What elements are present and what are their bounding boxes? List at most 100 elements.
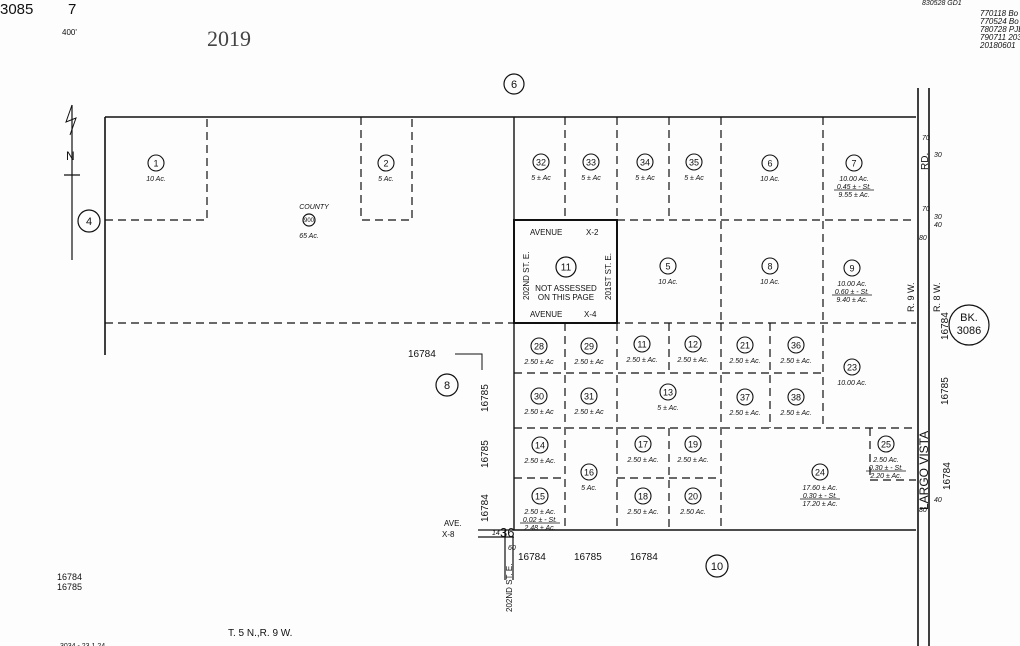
parcel-2[interactable]: 25 Ac. — [377, 154, 395, 183]
parcel-area: 2.50 ± Ac. — [676, 357, 708, 364]
parcel-29[interactable]: 292.50 ± Ac — [573, 337, 604, 366]
parcel-25[interactable]: 252.50 Ac.0.30 ± - St.2.20 ± Ac. — [866, 435, 906, 480]
parcel-number: 21 — [740, 341, 750, 351]
adjacent-page-west-circle — [77, 209, 101, 233]
county-parcel-number: 900 — [304, 218, 315, 224]
adjacent-page-south: 10 — [711, 561, 723, 573]
parcel-number: 29 — [584, 342, 594, 352]
parcel-13[interactable]: 135 ± Ac. — [657, 383, 679, 412]
parcel-area: 2.50 ± Ac. — [676, 457, 708, 464]
parcel-number-circle — [530, 337, 548, 355]
parcel-18[interactable]: 182.50 ± Ac. — [626, 487, 659, 516]
parcel-number: 13 — [663, 388, 673, 398]
parcel-number: 16 — [584, 468, 594, 478]
revision-code: 770524 Bo — [980, 17, 1019, 26]
parcel-38[interactable]: 382.50 ± Ac. — [779, 388, 812, 417]
parcel-number-circle — [659, 257, 677, 275]
parcel-area: 2.50 ± Ac. — [626, 509, 658, 516]
parcel-14[interactable]: 142.50 ± Ac. — [523, 436, 556, 465]
parcel-16[interactable]: 165 Ac. — [580, 463, 598, 492]
parcel-area: 2.50 Ac. — [679, 509, 705, 516]
parcel-19[interactable]: 192.50 ± Ac. — [676, 435, 709, 464]
adjacent-book-number: 3086 — [957, 325, 981, 337]
parcel-6[interactable]: 610 Ac. — [760, 154, 780, 183]
parcel-number-circle — [843, 358, 861, 376]
parcel-number: 38 — [791, 393, 801, 403]
parcel-36[interactable]: 362.50 ± Ac. — [779, 336, 812, 365]
parcel-number: 24 — [815, 468, 825, 478]
tract-leader — [455, 353, 483, 370]
parcel-8[interactable]: 810 Ac. — [760, 257, 780, 286]
parcel-number-circle — [580, 337, 598, 355]
parcel-area: 0.60 ± - St. — [835, 289, 869, 296]
parcel-area: 2.50 Ac. — [872, 457, 898, 464]
street-202nd: 202ND ST. E. — [522, 252, 531, 300]
parcel-number: 11 — [637, 340, 646, 350]
tract-ref-legend: 16785 — [57, 582, 82, 592]
parcel-number-circle — [736, 388, 754, 406]
parcel-12[interactable]: 122.50 ± Ac. — [676, 335, 709, 364]
parcel-33[interactable]: 335 ± Ac — [581, 153, 601, 182]
parcel-number-circle — [845, 154, 863, 172]
tract-ref: 16784 — [518, 552, 546, 563]
adjacent-page-south-circle — [705, 554, 729, 578]
dimension-label: 80 — [919, 235, 927, 242]
parcel-number: 9 — [849, 264, 854, 274]
parcel-number: 15 — [535, 492, 545, 502]
parcel-area: 2.50 ± Ac. — [625, 357, 657, 364]
parcel-20[interactable]: 20 2.50 Ac. — [679, 487, 706, 516]
footer-code: 3034 - 23 1 24 — [60, 643, 105, 646]
parcel-number-circle — [761, 257, 779, 275]
dimension-label: 14 — [492, 530, 500, 537]
parcel-15[interactable]: 152.50 ± Ac.0.02 ± - St.2.48 ± Ac. — [520, 487, 560, 532]
parcel-5[interactable]: 510 Ac. — [658, 257, 678, 286]
dimension-label: 70 — [922, 135, 930, 142]
parcel-17[interactable]: 17 2.50 ± Ac. — [626, 435, 659, 464]
revision-code: 780728 PJB — [980, 25, 1020, 34]
parcel-area: 17.60 ± Ac. — [802, 485, 837, 492]
dimension-label: 60 — [508, 545, 516, 552]
parcel-area: 2.50 ± Ac — [523, 409, 554, 416]
parcel-number-circle — [684, 435, 702, 453]
parcel-11[interactable]: 11 2.50 ± Ac. — [625, 335, 658, 364]
parcel-number-circle — [761, 154, 779, 172]
parcel-28[interactable]: 282.50 ± Ac — [523, 337, 554, 366]
street-rd: RD. — [920, 153, 931, 170]
parcel-area: 2.50 ± Ac. — [523, 509, 555, 516]
dimension-label: 30 — [934, 152, 942, 159]
parcel-area: 2.50 ± Ac. — [626, 457, 658, 464]
parcel-32[interactable]: 325 ± Ac — [531, 153, 551, 182]
street-201st: 201ST ST. E. — [604, 253, 613, 300]
tract-ref: 16785 — [940, 377, 951, 405]
parcel-number: 20 — [688, 492, 698, 502]
parcel-31[interactable]: 312.50 ± Ac — [573, 387, 604, 416]
parcel-number-circle — [787, 388, 805, 406]
parcel-30[interactable]: 302.50 ± Ac — [523, 387, 554, 416]
parcel-34[interactable]: 345 ± Ac — [635, 153, 655, 182]
street-avenue-x2: AVENUE — [530, 228, 562, 237]
parcel-area: 10.00 Ac. — [837, 281, 866, 288]
parcel-number-circle — [843, 259, 861, 277]
parcel-37[interactable]: 372.50 ± Ac. — [728, 388, 761, 417]
parcel-number: 31 — [584, 392, 594, 402]
parcel-number: 17 — [638, 440, 648, 450]
street-avenue-x2-name: X-2 — [586, 228, 599, 237]
adjacent-page-west: 4 — [86, 216, 92, 228]
not-assessed-number: 11 — [561, 263, 572, 274]
parcel-area: 10.00 Ac. — [839, 176, 868, 183]
parcel-35[interactable]: 355 ± Ac — [684, 153, 704, 182]
parcel-7[interactable]: 710.00 Ac.0.45 ± - St.9.55 ± Ac. — [834, 154, 874, 199]
parcel-area: 2.50 ± Ac. — [523, 458, 555, 465]
parcel-area: 17.20 ± Ac. — [802, 501, 837, 508]
parcel-area: 9.55 ± Ac. — [838, 192, 869, 199]
not-assessed-number-circle — [555, 256, 577, 278]
parcel-number-circle — [787, 336, 805, 354]
parcel-21[interactable]: 212.50 ± Ac. — [728, 336, 761, 365]
parcel-9[interactable]: 910.00 Ac.0.60 ± - St.9.40 ± Ac. — [832, 259, 872, 304]
parcel-1[interactable]: 110 Ac. — [146, 154, 166, 183]
north-arrow-label: N — [66, 149, 75, 163]
parcel-number-circle — [582, 153, 600, 171]
